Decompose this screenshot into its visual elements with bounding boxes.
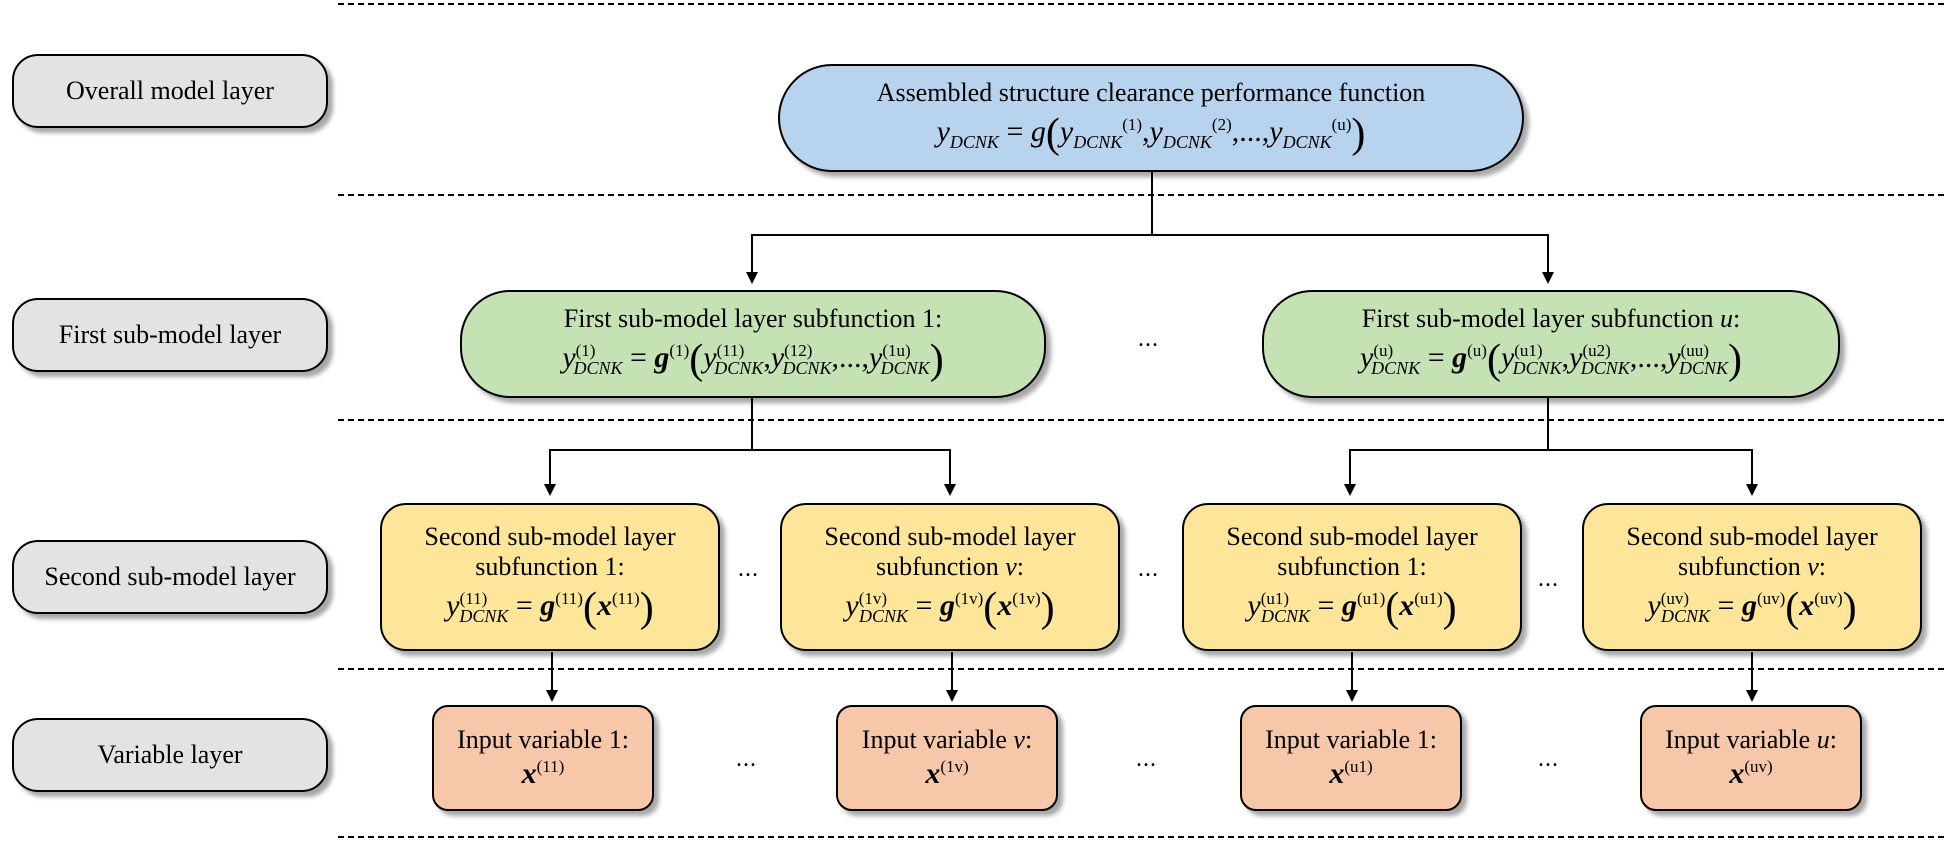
connector-first-to-second xyxy=(544,396,753,496)
second-submodel-title: Second sub-model layer xyxy=(424,521,676,551)
first-submodel-equation: y(u)DCNK = g(u)(y(u1)DCNK,y(u2)DCNK,...,… xyxy=(1360,336,1742,383)
first-submodel-equation: y(1)DCNK = g(1)(y(11)DCNK,y(12)DCNK,...,… xyxy=(562,336,944,383)
input-variable-symbol: x(11) xyxy=(521,756,565,790)
first-submodel-title: First sub-model layer subfunction u: xyxy=(1361,303,1741,333)
ellipsis: ... xyxy=(1136,746,1157,772)
connector-first-to-second xyxy=(1548,449,1758,496)
ellipsis: ... xyxy=(736,746,757,772)
overall-function-box: Assembled structure clearance performanc… xyxy=(778,64,1524,172)
input-variable-label: Input variable v: xyxy=(861,724,1033,754)
second-submodel-subtitle: subfunction 1: xyxy=(475,551,625,581)
layer-label-variable: Variable layer xyxy=(12,718,328,792)
ellipsis: ... xyxy=(1138,326,1159,352)
connector-first-to-second xyxy=(1344,396,1549,496)
ellipsis: ... xyxy=(738,556,759,582)
second-submodel-title: Second sub-model layer xyxy=(824,521,1076,551)
input-variable-label: Input variable 1: xyxy=(457,724,629,754)
connector-overall-to-first xyxy=(1152,234,1554,284)
layer-label-overall: Overall model layer xyxy=(12,54,328,128)
input-variable-symbol: x(uv) xyxy=(1729,756,1773,790)
input-variable-symbol: x(u1) xyxy=(1329,756,1373,790)
first-submodel-title: First sub-model layer subfunction 1: xyxy=(563,303,943,333)
second-submodel-box-11: Second sub-model layer subfunction 1: y(… xyxy=(380,503,720,651)
ellipsis: ... xyxy=(1138,556,1159,582)
input-variable-box-u1: Input variable 1: x(u1) xyxy=(1240,705,1462,811)
connector-first-to-second xyxy=(752,449,956,496)
ellipsis: ... xyxy=(1538,566,1559,592)
overall-function-title: Assembled structure clearance performanc… xyxy=(876,77,1426,107)
second-submodel-equation: y(11)DCNK = g(11)(x(11)) xyxy=(446,584,654,631)
input-variable-box-uv: Input variable u: x(uv) xyxy=(1640,705,1862,811)
layer-label-second: Second sub-model layer xyxy=(12,540,328,614)
second-submodel-box-uv: Second sub-model layer subfunction v: y(… xyxy=(1582,503,1922,651)
first-submodel-box-1: First sub-model layer subfunction 1: y(1… xyxy=(460,290,1046,398)
second-submodel-subtitle: subfunction v: xyxy=(875,551,1025,581)
second-submodel-equation: y(u1)DCNK = g(u1)(x(u1)) xyxy=(1247,584,1457,631)
second-submodel-subtitle: subfunction 1: xyxy=(1277,551,1427,581)
overall-function-equation: yDCNK = g(yDCNK(1),yDCNK(2),...,yDCNK(u)… xyxy=(936,110,1366,157)
connector-overall-to-first xyxy=(746,171,1153,284)
second-submodel-equation: y(uv)DCNK = g(uv)(x(uv)) xyxy=(1647,584,1857,631)
second-submodel-equation: y(1v)DCNK = g(1v)(x(1v)) xyxy=(845,584,1055,631)
input-variable-label: Input variable 1: xyxy=(1265,724,1437,754)
first-submodel-box-u: First sub-model layer subfunction u: y(u… xyxy=(1262,290,1840,398)
input-variable-box-11: Input variable 1: x(11) xyxy=(432,705,654,811)
layer-label-first: First sub-model layer xyxy=(12,298,328,372)
input-variable-symbol: x(1v) xyxy=(925,756,969,790)
input-variable-label: Input variable u: xyxy=(1665,724,1837,754)
second-submodel-title: Second sub-model layer xyxy=(1226,521,1478,551)
ellipsis: ... xyxy=(1538,746,1559,772)
input-variable-box-1v: Input variable v: x(1v) xyxy=(836,705,1058,811)
second-submodel-box-1v: Second sub-model layer subfunction v: y(… xyxy=(780,503,1120,651)
second-submodel-subtitle: subfunction v: xyxy=(1677,551,1827,581)
second-submodel-box-u1: Second sub-model layer subfunction 1: y(… xyxy=(1182,503,1522,651)
second-submodel-title: Second sub-model layer xyxy=(1626,521,1878,551)
